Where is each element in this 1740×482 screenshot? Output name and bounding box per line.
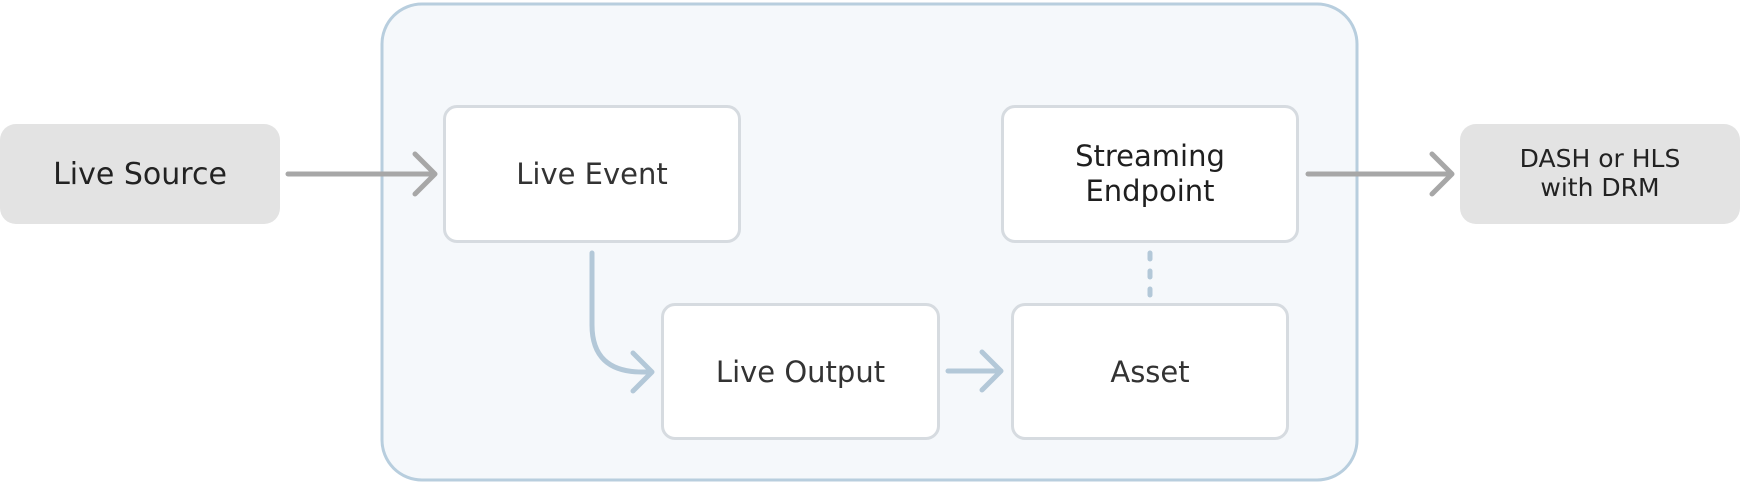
live-event-label: Live Event — [516, 157, 668, 191]
streaming-endpoint-node: Streaming Endpoint — [1001, 105, 1299, 243]
dash-hls-node: DASH or HLS with DRM — [1460, 124, 1740, 224]
live-output-label: Live Output — [715, 354, 886, 389]
live-source-node: Live Source — [0, 124, 280, 224]
asset-label: Asset — [1110, 354, 1190, 389]
arrow-streaming-endpoint-to-dash-hls — [1305, 151, 1455, 197]
arrow-live-source-to-live-event — [285, 151, 438, 197]
dash-hls-label: DASH or HLS with DRM — [1519, 144, 1681, 202]
live-source-label: Live Source — [53, 156, 227, 192]
live-output-node: Live Output — [661, 303, 940, 440]
arrow-live-output-to-asset — [945, 349, 1004, 393]
asset-node: Asset — [1011, 303, 1289, 440]
streaming-endpoint-label: Streaming Endpoint — [1075, 139, 1225, 208]
live-event-node: Live Event — [443, 105, 741, 243]
arrow-live-event-to-live-output — [589, 250, 655, 394]
